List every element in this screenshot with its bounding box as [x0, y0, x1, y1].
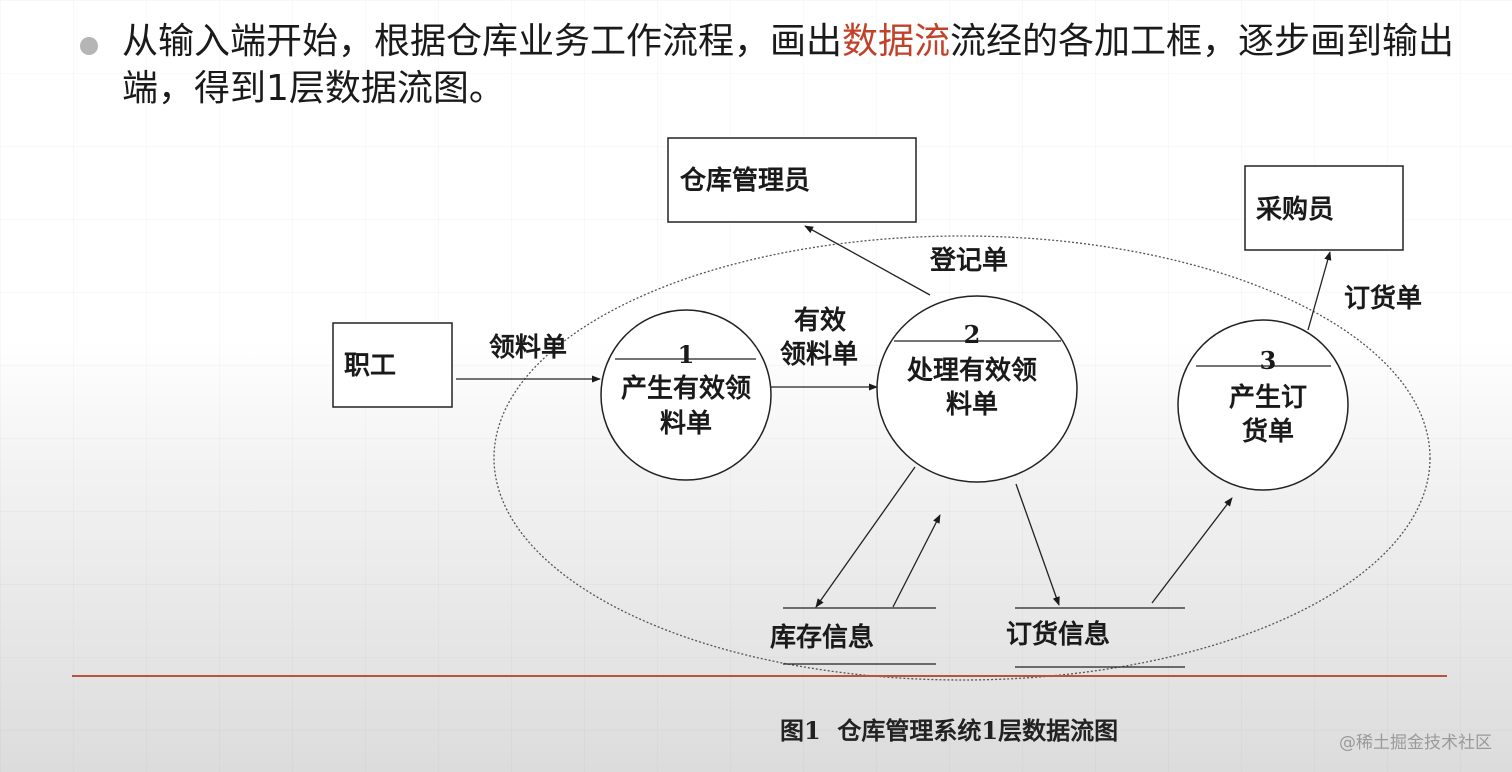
entity-warehouse-admin-label: 仓库管理员	[679, 165, 810, 196]
intro-text: 从输入端开始，根据仓库业务工作流程，画出数据流流经的各加工框，逐步画到输出端，得…	[122, 18, 1507, 112]
flow-order-form-arrow	[1307, 251, 1332, 331]
process-2-label-line1: 处理有效领	[906, 355, 1037, 386]
store-order-info-label: 订货信息	[1006, 619, 1110, 650]
intro-text-highlight: 数据流	[842, 21, 951, 62]
flow-requisition-label: 领料单	[489, 332, 567, 363]
process-3: 3 产生订 货单	[1177, 319, 1349, 491]
process-3-number: 3	[1260, 346, 1277, 375]
process-2-label-line2: 料单	[946, 390, 998, 420]
flow-valid-requisition-label-line2: 领料单	[780, 339, 858, 370]
process-2: 2 处理有效领 料单	[876, 295, 1078, 483]
intro-text-before: 从输入端开始，根据仓库业务工作流程，画出	[122, 21, 843, 62]
process-3-label-line1: 产生订	[1229, 383, 1307, 413]
flow-register-label: 登记单	[929, 245, 1008, 276]
process-3-label-line2: 货单	[1242, 416, 1294, 447]
store-inventory: 库存信息	[770, 607, 936, 665]
bullet-icon	[80, 37, 98, 55]
process-1-number: 1	[678, 340, 695, 369]
flow-order-form-label: 订货单	[1344, 283, 1422, 314]
process-1-label-line2: 料单	[660, 409, 712, 439]
flow-valid-requisition-label-line1: 有效	[794, 305, 846, 336]
watermark: @稀土掘金技术社区	[1339, 733, 1492, 753]
flow-inventory-to-p2-arrow	[892, 514, 941, 608]
flow-p2-to-inventory-arrow	[815, 466, 916, 608]
entity-employee-label: 职工	[344, 351, 396, 381]
process-2-number: 2	[964, 320, 981, 349]
flow-p2-to-order-info-arrow	[1015, 483, 1060, 606]
figure-caption: 图1 仓库管理系统1层数据流图	[780, 716, 1119, 745]
intro-text-after: 流经的各加工框，逐步画到输出端，得到1层数据流图。	[122, 21, 1455, 109]
system-boundary	[493, 235, 1431, 681]
entity-employee: 职工	[332, 322, 453, 408]
store-inventory-label: 库存信息	[770, 622, 874, 653]
entity-purchaser-label: 采购员	[1256, 195, 1334, 225]
flow-register-arrow	[804, 225, 931, 296]
entity-purchaser: 采购员	[1244, 165, 1404, 251]
process-1-label-line1: 产生有效领	[621, 373, 751, 404]
entity-warehouse-admin: 仓库管理员	[667, 137, 917, 223]
process-1: 1 产生有效领 料单	[600, 309, 772, 481]
store-order-info: 订货信息	[1006, 607, 1185, 668]
flow-order-info-to-p3-arrow	[1151, 497, 1233, 604]
